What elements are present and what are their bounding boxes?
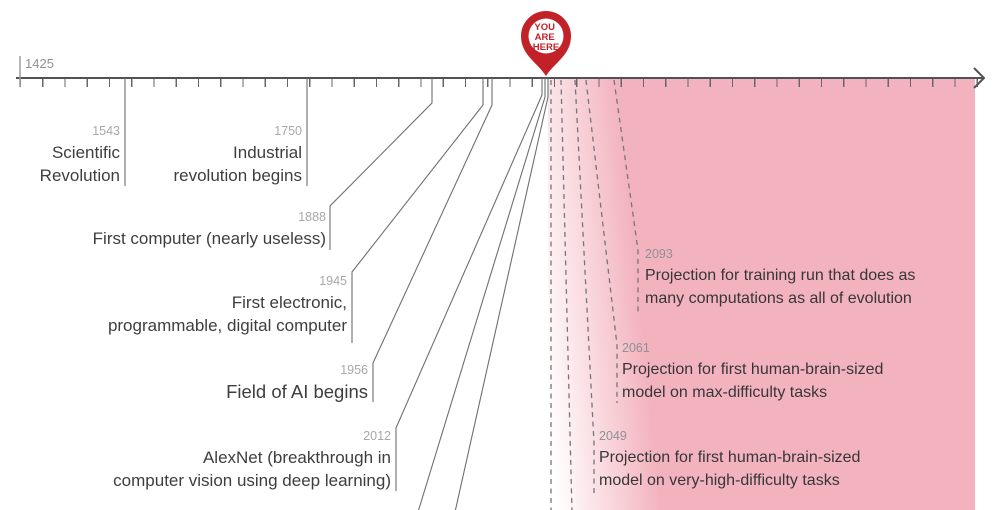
- year-label: 2093: [645, 247, 673, 261]
- connector-1956: [372, 78, 493, 402]
- year-label: 2061: [622, 341, 650, 355]
- event-1750: 1750 Industrial revolution begins: [173, 124, 302, 187]
- projection-label-line: Projection for first human-brain-sized: [622, 361, 884, 378]
- projection-2093: 2093 Projection for training run that do…: [645, 247, 915, 310]
- event-label-line: Industrial: [233, 143, 302, 162]
- event-label-line: Field of AI begins: [226, 381, 368, 402]
- event-label-line: computer vision using deep learning): [113, 471, 391, 490]
- event-1956: 1956 Field of AI begins: [226, 363, 368, 403]
- connector-2012: [395, 78, 543, 491]
- projection-label-line: model on max-difficulty tasks: [622, 384, 828, 401]
- connector-1888: [329, 78, 433, 250]
- year-label: 1956: [340, 363, 368, 377]
- year-label: 1750: [274, 124, 302, 138]
- connector-offscreen-1: [418, 78, 546, 510]
- event-label-line: First electronic,: [231, 293, 347, 312]
- event-label-line: AlexNet (breakthrough in: [202, 448, 391, 467]
- connector-projection-offscreen: [560, 79, 573, 510]
- projection-label-line: model on very-high-difficulty tasks: [599, 472, 840, 489]
- year-label: 1945: [319, 274, 347, 288]
- axis-arrow-icon: [973, 67, 986, 89]
- pin-inner-circle: [528, 18, 564, 54]
- future-projection-region: [548, 79, 975, 510]
- event-2012: 2012 AlexNet (breakthrough in computer v…: [113, 429, 391, 492]
- event-label-line: programmable, digital computer: [107, 316, 347, 335]
- connector-1945: [351, 78, 484, 343]
- pin-label: YOU ARE HERE: [533, 22, 559, 53]
- event-label-line: Revolution: [39, 166, 120, 185]
- event-label-line: revolution begins: [173, 166, 302, 185]
- event-1888: 1888 First computer (nearly useless): [93, 210, 326, 250]
- projection-label-line: many computations as all of evolution: [645, 290, 912, 307]
- projection-label-line: Projection for first human-brain-sized: [599, 449, 861, 466]
- projection-label-line: Projection for training run that does as: [645, 267, 916, 284]
- year-label: 1543: [92, 124, 120, 138]
- projection-2061: 2061 Projection for first human-brain-si…: [622, 341, 883, 404]
- axis-start-year-label: 1425: [25, 56, 54, 71]
- event-label-line: First computer (nearly useless): [92, 229, 326, 248]
- connector-2093: [613, 79, 639, 312]
- axis-tick-marks: [20, 79, 978, 87]
- connector-offscreen-2: [454, 78, 549, 510]
- year-label: 1888: [298, 210, 326, 224]
- event-1945: 1945 First electronic, programmable, dig…: [108, 274, 347, 337]
- event-1543: 1543 Scientific Revolution: [40, 124, 120, 187]
- you-are-here-pin: YOU ARE HERE: [521, 11, 571, 76]
- projection-2049: 2049 Projection for first human-brain-si…: [599, 429, 860, 492]
- connector-2049: [574, 79, 595, 494]
- year-label: 2012: [363, 429, 391, 443]
- connector-2061: [585, 79, 618, 403]
- year-label: 2049: [599, 429, 627, 443]
- event-label-line: Scientific: [51, 143, 120, 162]
